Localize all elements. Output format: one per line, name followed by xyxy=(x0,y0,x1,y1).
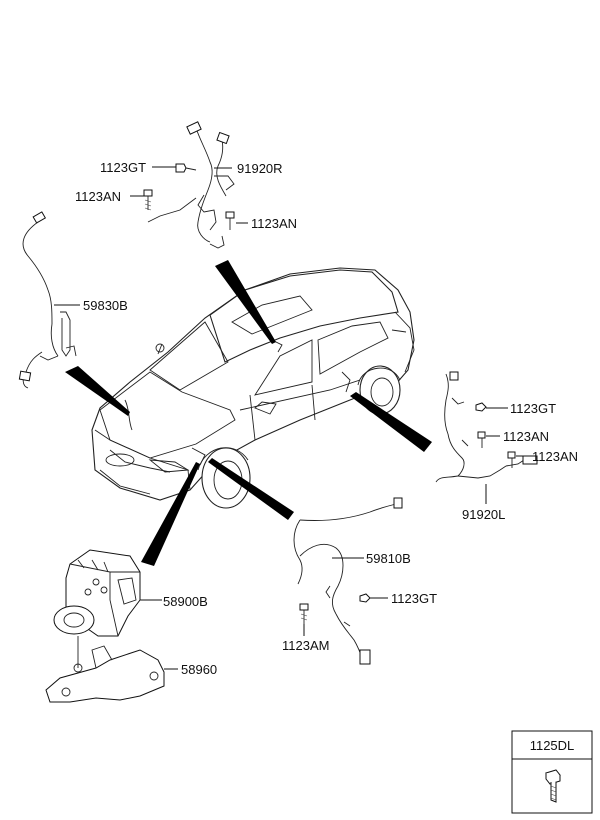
callout-arrow-right xyxy=(350,392,432,452)
label-59830B: 59830B xyxy=(83,298,128,313)
bracket-58960 xyxy=(45,636,165,703)
label-91920R: 91920R xyxy=(237,161,283,176)
callout-arrow-front-left xyxy=(65,366,130,416)
bolt-1123AN-top-right xyxy=(225,211,248,230)
bolt-1123AN-right-2 xyxy=(507,451,530,468)
label-1123GT-right: 1123GT xyxy=(510,401,556,416)
label-1123AN-top-right: 1123AN xyxy=(251,216,297,231)
label-59810B: 59810B xyxy=(366,551,411,566)
label-58960: 58960 xyxy=(181,662,217,677)
callout-arrow-bottom-right xyxy=(208,458,294,520)
bolt-1123AN-right-1 xyxy=(477,431,500,448)
label-91920L: 91920L xyxy=(462,507,505,522)
bolt-1123GT-bottom xyxy=(359,593,388,603)
sensor-harness-91920L xyxy=(435,371,538,483)
label-1123AN-top-left: 1123AN xyxy=(75,189,121,204)
bolt-1123GT-top xyxy=(152,163,197,173)
callout-arrow-top xyxy=(215,260,276,344)
bolt-icon xyxy=(545,769,561,803)
label-1123GT-bottom: 1123GT xyxy=(391,591,437,606)
sensor-harness-91920R xyxy=(147,121,235,249)
label-1123AM: 1123AM xyxy=(282,638,329,653)
label-1123AN-right-2: 1123AN xyxy=(532,449,578,464)
vehicle-illustration xyxy=(91,267,415,509)
label-58900B: 58900B xyxy=(163,594,208,609)
label-1123AN-right-1: 1123AN xyxy=(503,429,549,444)
legend-part-number: 1125DL xyxy=(530,738,575,753)
bolt-1123AN-top-left xyxy=(130,189,153,211)
sensor-harness-59830B xyxy=(18,211,77,389)
callout-arrows xyxy=(65,260,432,566)
bolt-1123AM xyxy=(299,603,309,636)
label-1123GT-top: 1123GT xyxy=(100,160,146,175)
sensor-harness-59810B xyxy=(293,497,403,665)
bolt-1123GT-right xyxy=(475,402,508,412)
legend-box-1125DL: 1125DL xyxy=(511,730,593,814)
callout-arrow-abs xyxy=(141,462,200,566)
abs-modulator-58900B xyxy=(53,549,141,637)
